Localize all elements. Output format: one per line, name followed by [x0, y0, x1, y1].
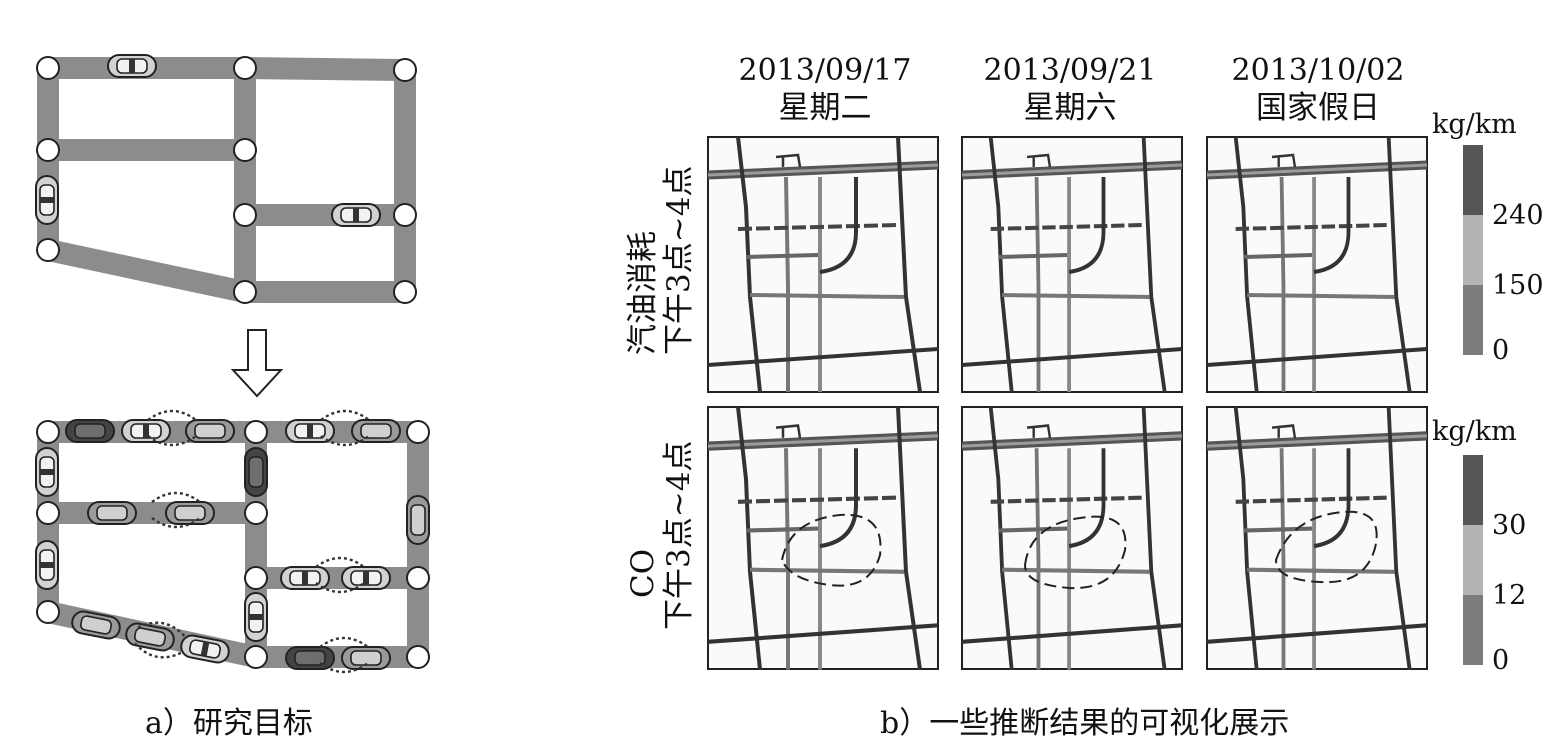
colorbar-gas-unit: kg/km — [1432, 109, 1517, 140]
car-icon — [107, 54, 157, 78]
car-icon — [285, 646, 335, 670]
map-gas-1002 — [1207, 137, 1427, 392]
colorbar-gas-tick: 0 — [1492, 335, 1510, 366]
colorbar-gas — [1463, 145, 1483, 355]
column-day-2: 星期六 — [1023, 90, 1117, 126]
car-icon — [35, 175, 59, 225]
car-icon — [35, 540, 59, 590]
car-icon — [123, 620, 177, 654]
car-icon — [244, 592, 268, 642]
car-icon — [87, 501, 137, 525]
inference-map-grid — [708, 137, 1427, 670]
column-date-2: 2013/09/21 — [983, 53, 1157, 88]
car-icon — [406, 495, 430, 545]
car-icon — [65, 419, 115, 443]
car-icon — [35, 447, 59, 497]
car-icon — [69, 608, 123, 642]
column-day-1: 星期二 — [778, 90, 872, 126]
panel-a-caption: a）研究目标 — [145, 706, 313, 741]
car-icon — [341, 566, 391, 590]
column-date-1: 2013/09/17 — [738, 53, 912, 88]
car-icon — [165, 501, 215, 525]
car-icon — [331, 203, 381, 227]
down-arrow-icon — [230, 329, 284, 398]
car-icon — [244, 447, 268, 497]
road-network-diagram-top — [35, 54, 417, 304]
colorbar-co-tick: 0 — [1492, 645, 1510, 676]
map-gas-0921 — [962, 137, 1182, 392]
colorbar-gas-tick: 240 — [1492, 200, 1544, 231]
road-network-diagram-bottom — [35, 409, 430, 674]
car-icon — [178, 632, 232, 666]
row-label-gas-2: 下午3点~4点 — [661, 165, 697, 355]
column-date-3: 2013/10/02 — [1231, 53, 1405, 88]
colorbar-co-tick: 12 — [1492, 580, 1527, 611]
row-label-co-2: 下午3点~4点 — [661, 440, 697, 630]
map-gas-0917 — [708, 137, 938, 392]
colorbar-co-tick: 30 — [1492, 510, 1527, 541]
column-day-3: 国家假日 — [1256, 90, 1380, 126]
panel-b-caption: b）一些推断结果的可视化展示 — [880, 706, 1290, 741]
map-co-0921 — [962, 407, 1182, 670]
colorbar-co — [1463, 455, 1483, 665]
row-label-gas-1: 汽油消耗 — [625, 231, 661, 355]
colorbar-gas-tick: 150 — [1492, 270, 1544, 301]
car-icon — [121, 419, 171, 443]
map-co-0917 — [708, 407, 938, 670]
map-co-1002 — [1207, 407, 1427, 670]
car-icon — [351, 419, 401, 443]
row-label-co-1: CO — [625, 548, 661, 598]
colorbar-co-unit: kg/km — [1432, 416, 1517, 447]
